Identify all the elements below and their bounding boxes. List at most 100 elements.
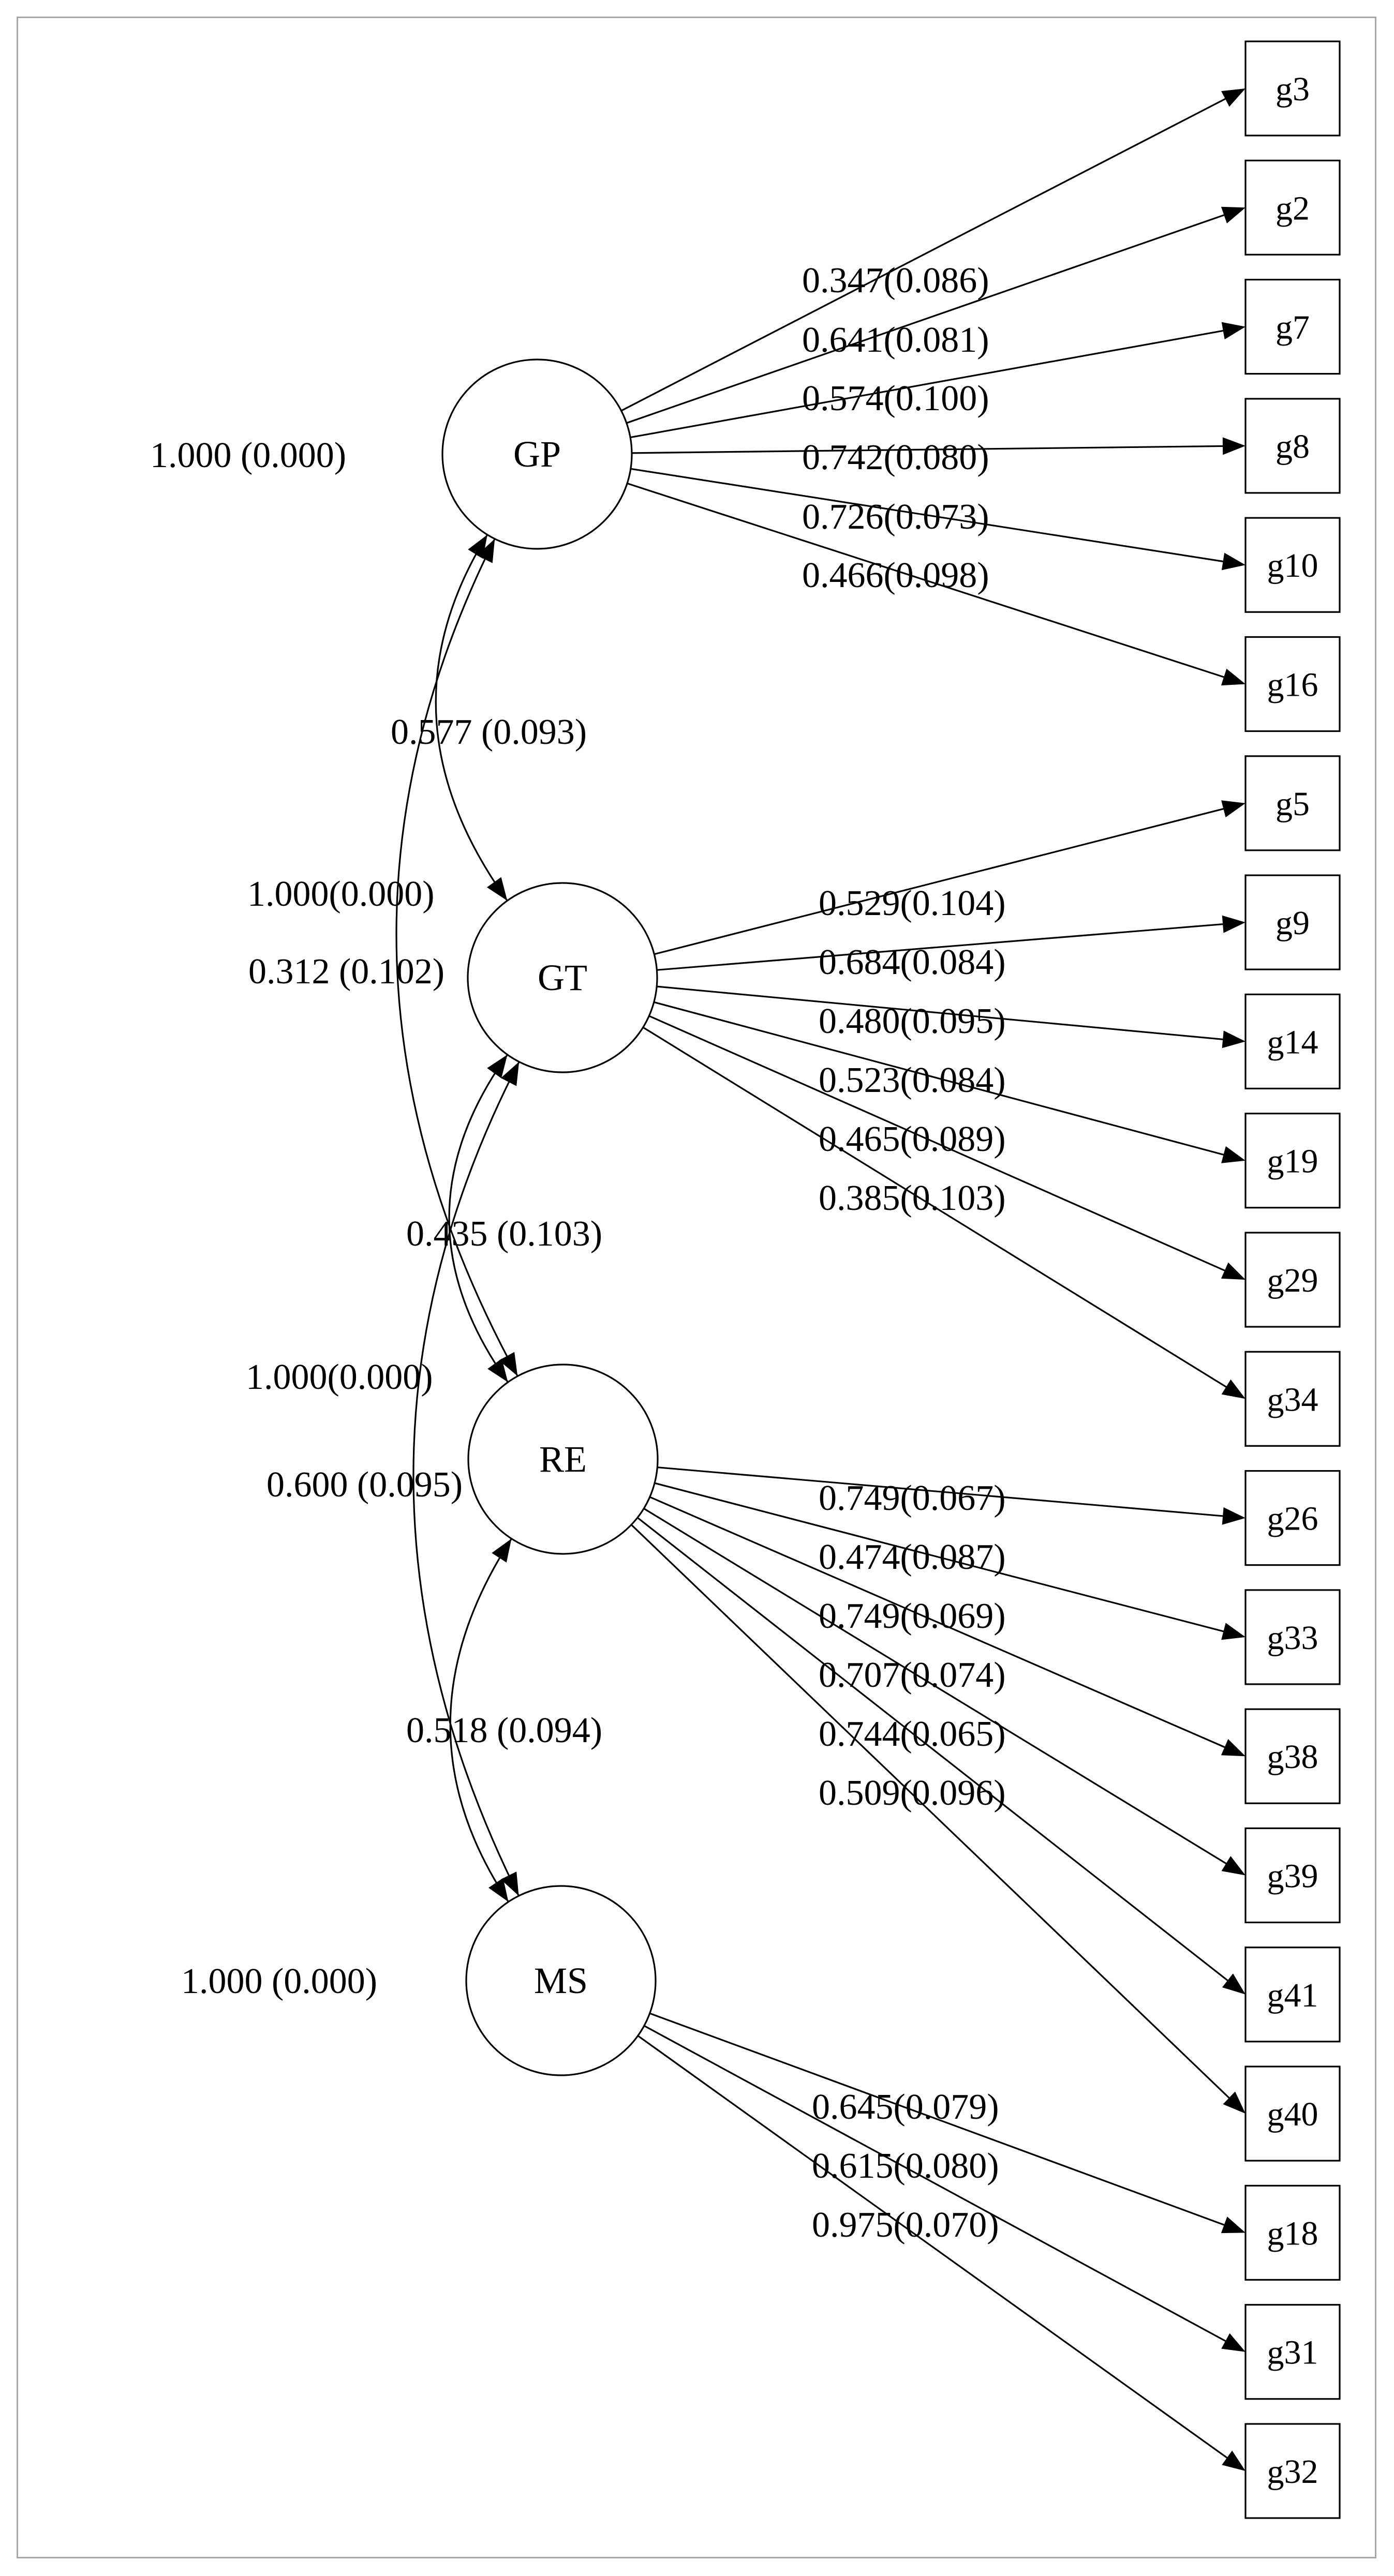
indicator-label-g31: g31 (1267, 2334, 1318, 2372)
loading-arrowhead-g8 (1222, 437, 1245, 455)
loading-edge-gp-g7 (630, 330, 1225, 439)
latent-node-ms (465, 1885, 657, 2076)
loading-estimate-g29: 0.465(0.089) (819, 1119, 1006, 1159)
nodes-layer: GPGTREMSg3g2g7g8g10g16g5g9g14g19g29g34g2… (441, 40, 1341, 2519)
indicator-label-g29: g29 (1267, 1262, 1318, 1299)
latent-node-gt (467, 882, 658, 1073)
covariance-arrowhead-re-end (487, 1358, 508, 1383)
loading-estimate-g31: 0.615(0.080) (812, 2146, 999, 2186)
indicator-label-g38: g38 (1267, 1738, 1318, 1776)
covariance-arrowhead-gt-end (486, 877, 508, 901)
indicator-label-g33: g33 (1267, 1619, 1318, 1657)
loading-arrowhead-g3 (1221, 88, 1245, 107)
covariance-estimate-gt-re: 0.435 (0.103) (406, 1214, 602, 1254)
loading-arrowhead-g39 (1221, 1856, 1245, 1876)
indicator-label-g39: g39 (1267, 1858, 1318, 1895)
loading-edge-re-g38 (649, 1496, 1227, 1749)
indicator-box-g8 (1244, 398, 1341, 494)
loading-arrowhead-g40 (1223, 2091, 1245, 2114)
loading-arrowhead-g9 (1222, 915, 1245, 933)
indicator-box-g31 (1244, 2304, 1341, 2400)
indicator-box-g2 (1244, 159, 1341, 256)
covariance-arc-gt-re (448, 1054, 509, 1383)
indicator-box-g38 (1244, 1708, 1341, 1804)
indicator-box-g9 (1244, 874, 1341, 970)
latent-label-gp: GP (513, 433, 561, 475)
indicator-box-g16 (1244, 636, 1341, 732)
loading-edge-gp-g2 (626, 213, 1226, 424)
covariance-estimate-gt-ms: 0.600 (0.095) (266, 1465, 463, 1505)
indicator-box-g14 (1244, 993, 1341, 1090)
indicator-label-g5: g5 (1276, 785, 1310, 823)
loading-edge-gt-g19 (654, 1001, 1226, 1156)
covariance-arrowhead-gt-end (487, 1054, 508, 1079)
indicator-box-g29 (1244, 1232, 1341, 1328)
loading-estimate-g32: 0.975(0.070) (812, 2205, 999, 2245)
edges-layer (395, 88, 1245, 2471)
covariance-estimate-gp-gt: 0.577 (0.093) (391, 712, 587, 752)
indicator-box-g33 (1244, 1589, 1341, 1685)
indicator-label-g8: g8 (1276, 428, 1310, 466)
loading-edge-gt-g34 (642, 1026, 1228, 1389)
covariance-arc-gt-ms (412, 1061, 520, 1896)
loading-estimate-g14: 0.480(0.095) (819, 1001, 1006, 1041)
loading-arrowhead-g38 (1221, 1739, 1245, 1757)
indicator-label-g18: g18 (1267, 2214, 1318, 2252)
loading-arrowhead-g31 (1221, 2333, 1245, 2352)
indicator-box-g41 (1244, 1946, 1341, 2043)
loading-edge-re-g41 (636, 1517, 1230, 1983)
loading-estimate-g19: 0.523(0.084) (819, 1060, 1006, 1100)
indicator-box-g26 (1244, 1470, 1341, 1566)
loading-arrowhead-g34 (1221, 1379, 1245, 1399)
latent-label-ms: MS (534, 1960, 588, 2001)
loading-estimate-g33: 0.474(0.087) (819, 1537, 1006, 1577)
loading-estimate-g34: 0.385(0.103) (819, 1178, 1006, 1218)
indicator-box-g40 (1244, 2065, 1341, 2162)
loading-edge-gp-g16 (627, 482, 1226, 679)
loading-arrowhead-g33 (1221, 1623, 1245, 1640)
loading-arrowhead-g7 (1221, 322, 1245, 340)
indicator-label-g26: g26 (1267, 1500, 1318, 1538)
loading-arrowhead-g2 (1221, 206, 1245, 223)
latent-label-gt: GT (538, 957, 587, 998)
loading-estimate-g2: 0.641(0.081) (802, 320, 989, 360)
loading-edge-re-g26 (657, 1466, 1225, 1517)
indicator-box-g3 (1244, 40, 1341, 137)
labels-layer: 0.347(0.086)0.641(0.081)0.574(0.100)0.74… (150, 261, 1006, 2245)
loading-arrowhead-g19 (1221, 1146, 1245, 1163)
indicator-label-g19: g19 (1267, 1143, 1318, 1180)
loading-arrowhead-g32 (1222, 2450, 1245, 2471)
covariance-arrowhead-gp-end (477, 538, 495, 563)
indicator-box-g32 (1244, 2423, 1341, 2519)
covariance-arrowhead-ms-end (500, 1871, 519, 1896)
latent-label-re: RE (539, 1439, 587, 1480)
covariance-arc-gp-gt (435, 534, 508, 902)
loading-edge-gp-g10 (630, 468, 1225, 563)
loading-edge-ms-g32 (637, 2035, 1229, 2460)
loading-edge-gt-g5 (654, 807, 1226, 955)
loading-estimate-g8: 0.742(0.080) (802, 438, 989, 477)
loading-edge-gp-g3 (620, 97, 1228, 412)
loading-edge-ms-g18 (649, 2012, 1227, 2227)
covariance-arrowhead-re-end (499, 1352, 518, 1376)
loading-arrowhead-g29 (1221, 1262, 1245, 1280)
path-diagram: GPGTREMSg3g2g7g8g10g16g5g9g14g19g29g34g2… (150, 40, 1341, 2519)
loading-arrowhead-g26 (1222, 1507, 1245, 1525)
loading-arrowhead-g5 (1221, 800, 1245, 818)
indicator-label-g2: g2 (1276, 189, 1310, 227)
latent-variance-ms: 1.000 (0.000) (181, 1961, 377, 2001)
loading-arrowhead-g10 (1221, 552, 1245, 571)
loading-estimate-g16: 0.466(0.098) (802, 556, 989, 595)
indicator-box-g39 (1244, 1827, 1341, 1924)
loading-edge-gt-g29 (648, 1015, 1227, 1272)
loading-estimate-g40: 0.509(0.096) (819, 1773, 1006, 1813)
loading-edge-ms-g31 (644, 2025, 1228, 2343)
indicator-box-g34 (1244, 1351, 1341, 1447)
indicator-label-g41: g41 (1267, 1976, 1318, 2014)
covariance-arc-gp-re (395, 538, 518, 1377)
loading-estimate-g41: 0.744(0.065) (819, 1714, 1006, 1754)
latent-variance-re: 1.000(0.000) (246, 1357, 433, 1397)
loading-edge-gp-g8 (631, 445, 1225, 454)
loading-edge-re-g40 (630, 1524, 1232, 2100)
latent-node-re (467, 1364, 659, 1555)
